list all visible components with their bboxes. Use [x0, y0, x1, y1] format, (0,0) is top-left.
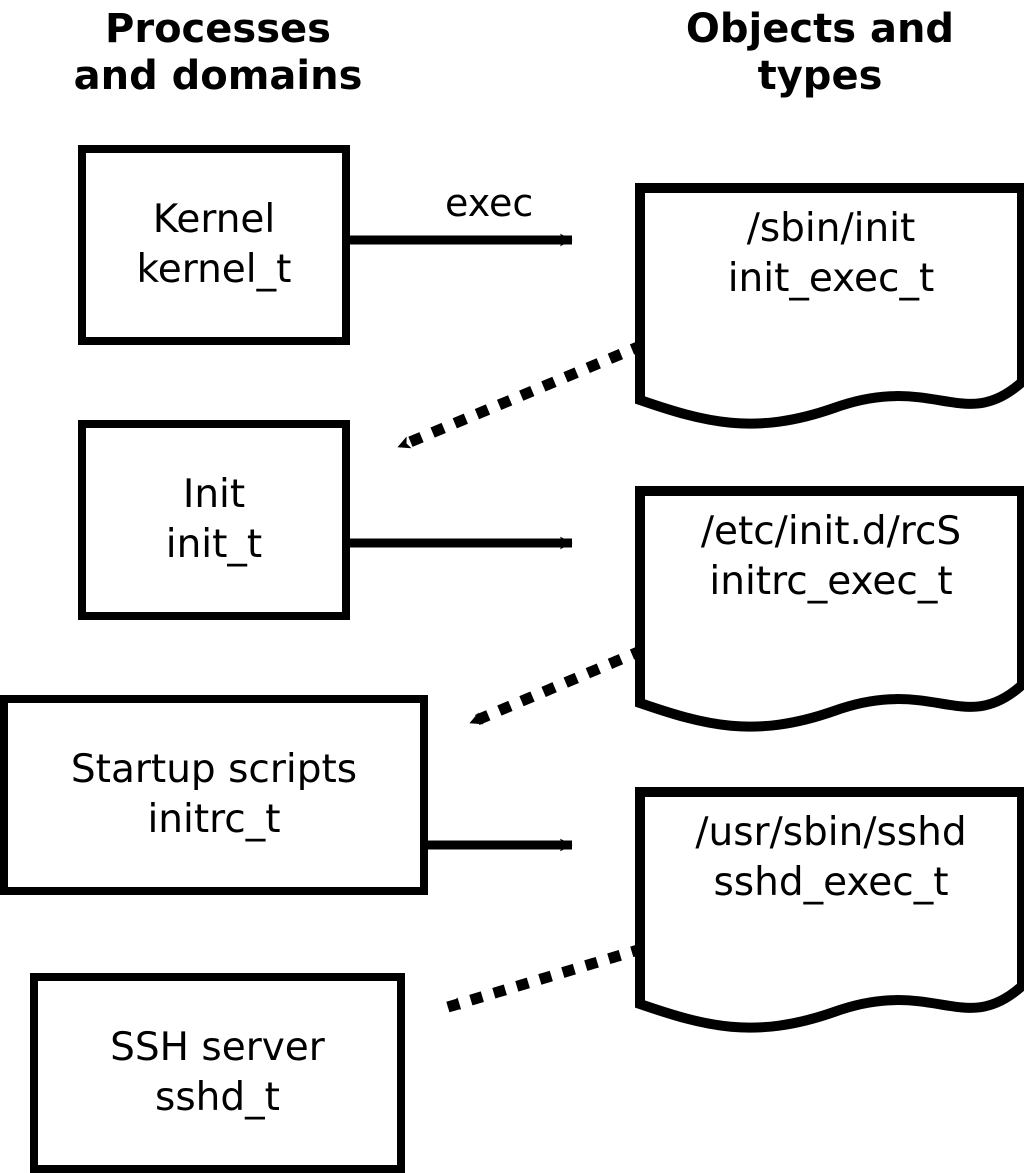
edge-initexec-transition	[390, 339, 646, 455]
process-box-initrc-type: initrc_t	[147, 797, 281, 842]
document-outline-initrc-exec	[635, 486, 1024, 732]
edge-sshdexec-transition	[441, 943, 645, 1014]
process-box-kernel[interactable]: Kernel kernel_t	[78, 145, 350, 345]
process-box-init[interactable]: Init init_t	[78, 420, 350, 620]
edge-initrcexec-transition	[462, 644, 646, 731]
process-box-initrc[interactable]: Startup scripts initrc_t	[0, 695, 428, 895]
process-box-kernel-name: Kernel	[152, 197, 276, 242]
process-box-initrc-name: Startup scripts	[70, 747, 358, 792]
process-box-sshd-name: SSH server	[110, 1025, 325, 1070]
column-header-objects: Objects and types	[685, 6, 955, 99]
column-header-processes: Processes and domains	[73, 6, 363, 99]
object-doc-init-exec[interactable]: /sbin/init init_exec_t	[634, 182, 1024, 437]
document-outline-sshd-exec	[635, 787, 1024, 1033]
edge-label-exec: exec	[445, 181, 534, 225]
process-box-init-type: init_t	[165, 522, 263, 567]
process-box-kernel-type: kernel_t	[136, 247, 292, 292]
object-doc-initrc-exec[interactable]: /etc/init.d/rcS initrc_exec_t	[634, 485, 1024, 740]
process-box-sshd-type: sshd_t	[155, 1075, 280, 1120]
object-doc-sshd-exec[interactable]: /usr/sbin/sshd sshd_exec_t	[634, 786, 1024, 1041]
document-outline-init-exec	[635, 183, 1024, 429]
process-box-sshd[interactable]: SSH server sshd_t	[30, 973, 405, 1173]
process-box-init-name: Init	[182, 472, 246, 517]
